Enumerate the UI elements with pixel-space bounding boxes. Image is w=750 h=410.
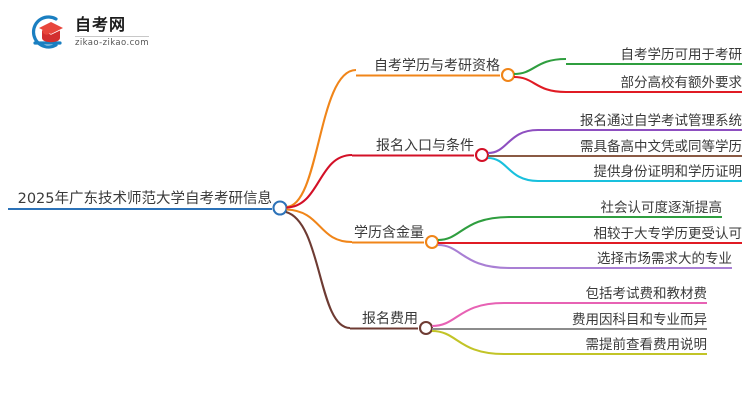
leaf-3-2-label: 相较于大专学历更受认可 <box>594 226 743 242</box>
leaf-3-1-label: 社会认可度逐渐提高 <box>601 199 723 216</box>
leaf-2-1-label: 报名通过自学考试管理系统 <box>580 113 742 129</box>
mindmap-branch-4: 报名费用 包括考试费和教材费 费用因科目和专业而异 需提前查看费用说明 <box>285 210 708 356</box>
graduation-cap-icon <box>26 12 68 52</box>
leaf-4-1-link <box>431 301 505 328</box>
logo-wordmark: 自考网 zikao-zikao.com <box>75 14 149 48</box>
branch-2-node-circle[interactable] <box>474 147 490 163</box>
site-logo: 自考网 zikao-zikao.com <box>26 10 186 54</box>
branch-2-link <box>286 153 353 209</box>
branch-1-link <box>286 68 357 209</box>
mindmap-branch-3: 学历含金量 社会认可度逐渐提高 相较于大专学历更受认可 选择市场需求大的专业 <box>286 199 743 270</box>
leaf-4-3-label: 需提前查看费用说明 <box>586 336 708 353</box>
leaf-4-3-link <box>431 329 505 356</box>
mindmap-branch-2: 报名入口与条件 报名通过自学考试管理系统 需具备高中文凭或同等学历 提供身份证明… <box>286 113 743 209</box>
logo-name-cn: 自考网 <box>75 14 127 34</box>
leaf-3-3-link <box>437 243 511 270</box>
leaf-4-1-label: 包括考试费和教材费 <box>586 286 708 302</box>
leaf-2-1-link <box>487 128 539 155</box>
leaf-1-1-label: 自考学历可用于考研 <box>621 47 743 63</box>
leaf-2-3-label: 提供身份证明和学历证明 <box>594 164 743 180</box>
logo-name-en: zikao-zikao.com <box>75 37 149 48</box>
leaf-1-1-link <box>513 57 567 76</box>
leaf-1-2-link <box>513 75 567 94</box>
branch-1-label: 自考学历与考研资格 <box>374 58 500 74</box>
branch-4-link <box>285 210 351 330</box>
logo-divider <box>75 35 149 37</box>
branch-4-label: 报名费用 <box>362 311 418 327</box>
branch-3-label: 学历含金量 <box>354 225 424 241</box>
mindmap-branch-1: 自考学历与考研资格 自考学历可用于考研 部分高校有额外要求 <box>286 47 743 209</box>
branch-2-label: 报名入口与条件 <box>376 137 474 154</box>
mindmap-root-node[interactable]: 2025年广东技术师范大学自考考研信息 <box>8 190 288 216</box>
leaf-3-1-link <box>437 215 511 242</box>
leaf-2-2-label: 需具备高中文凭或同等学历 <box>580 138 742 155</box>
branch-1-node-circle[interactable] <box>500 67 516 83</box>
leaf-2-3-link <box>487 156 539 183</box>
branch-3-node-circle[interactable] <box>424 234 440 250</box>
branch-3-link <box>286 208 353 244</box>
root-node-circle[interactable] <box>272 200 288 216</box>
root-label: 2025年广东技术师范大学自考考研信息 <box>18 190 272 207</box>
leaf-4-2-label: 费用因科目和专业而异 <box>572 312 707 328</box>
leaf-3-3-label: 选择市场需求大的专业 <box>597 250 732 267</box>
leaf-1-2-label: 部分高校有额外要求 <box>621 74 743 91</box>
branch-4-node-circle[interactable] <box>418 320 434 336</box>
